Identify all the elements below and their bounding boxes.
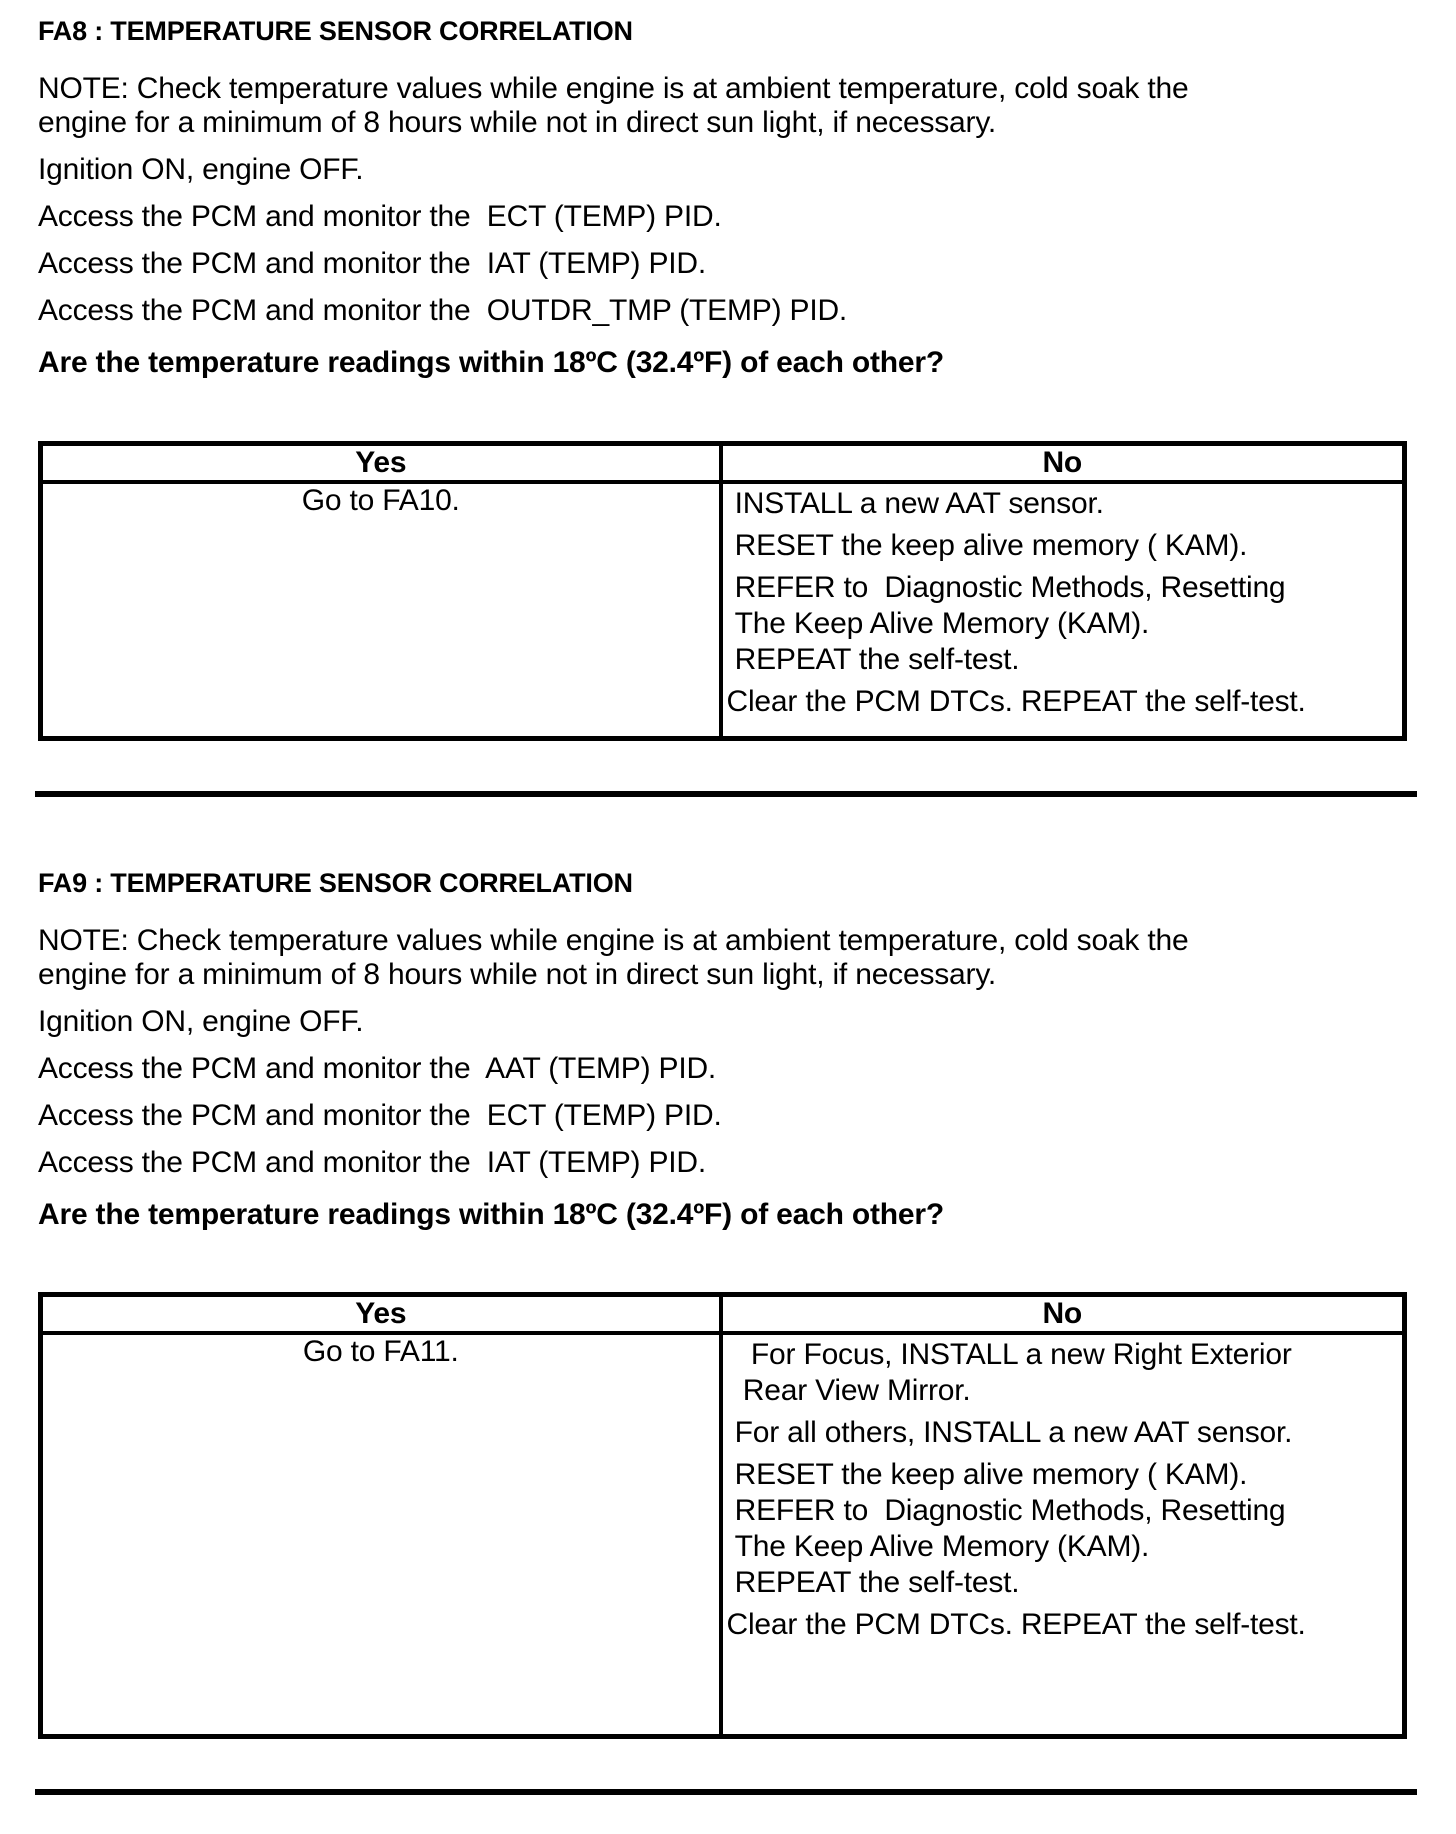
question-text: Are the temperature readings within 18ºC… [38, 346, 944, 379]
no-actions: INSTALL a new AAT sensor. RESET the keep… [718, 480, 1407, 740]
yes-header: Yes [38, 441, 723, 484]
test-step: Access the PCM and monitor the AAT (TEMP… [38, 1051, 717, 1085]
action-line: Clear the PCM DTCs. REPEAT the self-test… [726, 1607, 1306, 1641]
action-line: For Focus, INSTALL a new Right Exterior … [742, 1337, 1292, 1407]
table-body-row: Go to FA10. INSTALL a new AAT sensor. RE… [38, 480, 1407, 740]
action-line: Clear the PCM DTCs. REPEAT the self-test… [726, 685, 1306, 718]
section-fa8: FA8 : TEMPERATURE SENSOR CORRELATION NOT… [38, 16, 1416, 741]
page-bottom-rule [35, 1789, 1417, 1795]
no-actions: For Focus, INSTALL a new Right Exterior … [718, 1330, 1407, 1739]
section-fa9: FA9 : TEMPERATURE SENSOR CORRELATION NOT… [38, 867, 1416, 1739]
test-step: Ignition ON, engine OFF. [38, 1004, 364, 1038]
yes-action: Go to FA11. [38, 1330, 723, 1739]
note-text: NOTE: Check temperature values while eng… [38, 923, 1189, 991]
test-step: Access the PCM and monitor the OUTDR_TMP… [38, 294, 848, 327]
yes-header: Yes [38, 1292, 723, 1335]
table-header-row: Yes No [38, 441, 1407, 484]
no-header: No [718, 1292, 1407, 1335]
test-step: Access the PCM and monitor the ECT (TEMP… [38, 1098, 722, 1132]
yes-action: Go to FA10. [38, 480, 723, 740]
pinpoint-test-title-fa8: FA8 : TEMPERATURE SENSOR CORRELATION [38, 16, 633, 46]
decision-table-fa8: Yes No Go to FA10. INSTALL a new AAT sen… [38, 441, 1407, 741]
test-step: Ignition ON, engine OFF. [38, 153, 364, 186]
test-step: Access the PCM and monitor the ECT (TEMP… [38, 200, 722, 233]
table-header-row: Yes No [38, 1292, 1407, 1335]
action-line: For all others, INSTALL a new AAT sensor… [726, 1415, 1293, 1449]
note-text: NOTE: Check temperature values while eng… [38, 72, 1189, 139]
table-body-row: Go to FA11. For Focus, INSTALL a new Rig… [38, 1330, 1407, 1739]
decision-table-fa9: Yes No Go to FA11. For Focus, INSTALL a … [38, 1291, 1407, 1739]
action-line: INSTALL a new AAT sensor. [726, 487, 1104, 520]
action-line: REFER to Diagnostic Methods, Resetting T… [734, 571, 1286, 676]
action-line: RESET the keep alive memory ( KAM). [726, 529, 1248, 562]
question-text: Are the temperature readings within 18ºC… [38, 1197, 944, 1231]
section-divider [35, 790, 1417, 797]
test-step: Access the PCM and monitor the IAT (TEMP… [38, 1145, 707, 1179]
action-line: RESET the keep alive memory ( KAM). REFE… [734, 1457, 1286, 1599]
pinpoint-test-title-fa9: FA9 : TEMPERATURE SENSOR CORRELATION [38, 867, 633, 898]
test-step: Access the PCM and monitor the IAT (TEMP… [38, 247, 707, 280]
no-header: No [718, 441, 1407, 484]
